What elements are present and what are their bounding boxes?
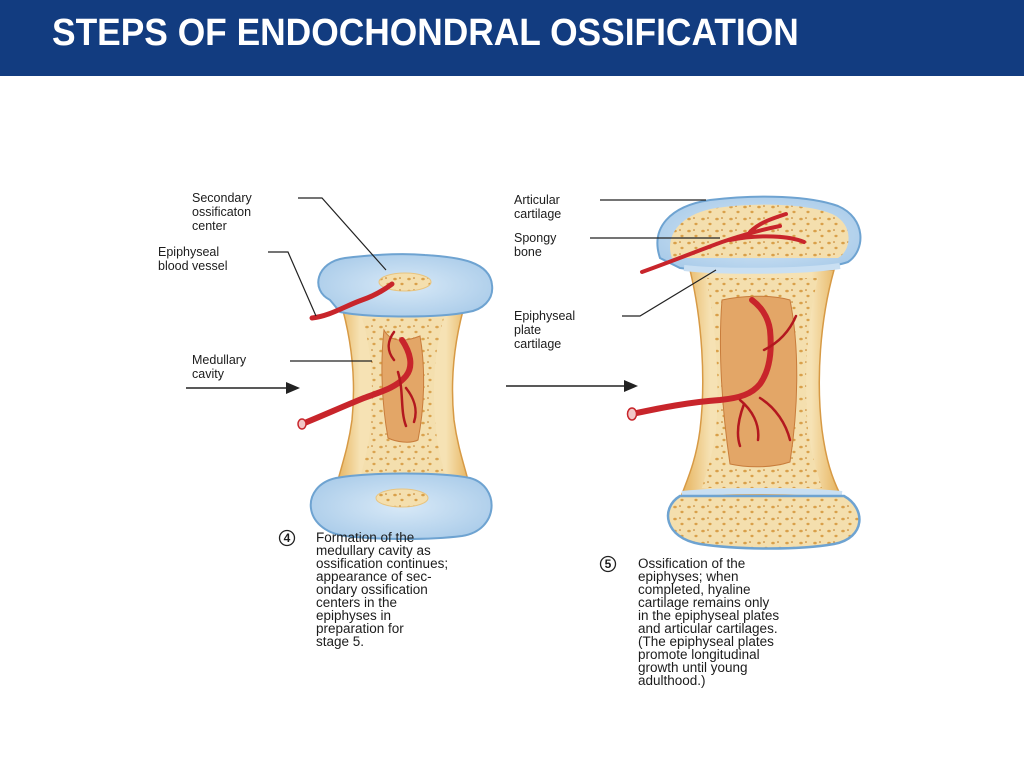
step4-number-circle	[278, 529, 296, 547]
step5-caption: 5 Ossification of the epiphyses; when co…	[599, 555, 783, 688]
step4-text: Formation of the medullary cavity as oss…	[316, 530, 452, 649]
step5-number-circle	[599, 555, 617, 573]
stage4-secondary-center-bottom	[375, 488, 429, 508]
label-secondary-ossification-center: Secondary ossificaton center	[192, 191, 255, 233]
stage5-bottom-epiphysis	[666, 494, 861, 550]
label-spongy-bone: Spongy bone	[514, 231, 560, 259]
stage4-bone	[297, 253, 494, 540]
step4-number: 4	[284, 531, 291, 545]
stage5-vessel-end	[626, 407, 638, 421]
label-articular-cartilage: Articular cartilage	[514, 193, 563, 221]
stage4-vessel-end	[297, 418, 307, 430]
stage5-vessel-branches	[736, 314, 798, 448]
stage5-epiphyseal-plate-top	[683, 263, 841, 274]
arrow-head-right	[624, 380, 638, 392]
step5-number: 5	[605, 557, 612, 571]
leader-lines	[268, 197, 720, 362]
stage4-nutrient-vessel	[299, 337, 414, 427]
stage5-epiphyseal-vessel	[640, 212, 806, 274]
step4-caption: 4 Formation of the medullary cavity as o…	[278, 529, 452, 649]
stage4-epiphyseal-vessel	[309, 281, 395, 321]
step5-text: Ossification of the epiphyses; when comp…	[638, 556, 783, 688]
stage5-epiphyseal-plate-bottom	[681, 488, 843, 497]
flow-arrows	[186, 380, 638, 394]
stage5-nutrient-vessel	[629, 297, 774, 417]
stage5-bone	[626, 195, 862, 550]
arrow-head-left	[286, 382, 300, 394]
page-title: STEPS OF ENDOCHONDRAL OSSIFICATION	[52, 12, 799, 54]
label-epiphyseal-blood-vessel: Epiphyseal blood vessel	[158, 245, 228, 273]
stage4-vessel-branches	[387, 330, 417, 428]
label-medullary-cavity: Medullary cavity	[192, 353, 250, 381]
title-bar: STEPS OF ENDOCHONDRAL OSSIFICATION	[0, 0, 1024, 76]
label-epiphyseal-plate-cartilage: Epiphyseal plate cartilage	[514, 309, 579, 351]
